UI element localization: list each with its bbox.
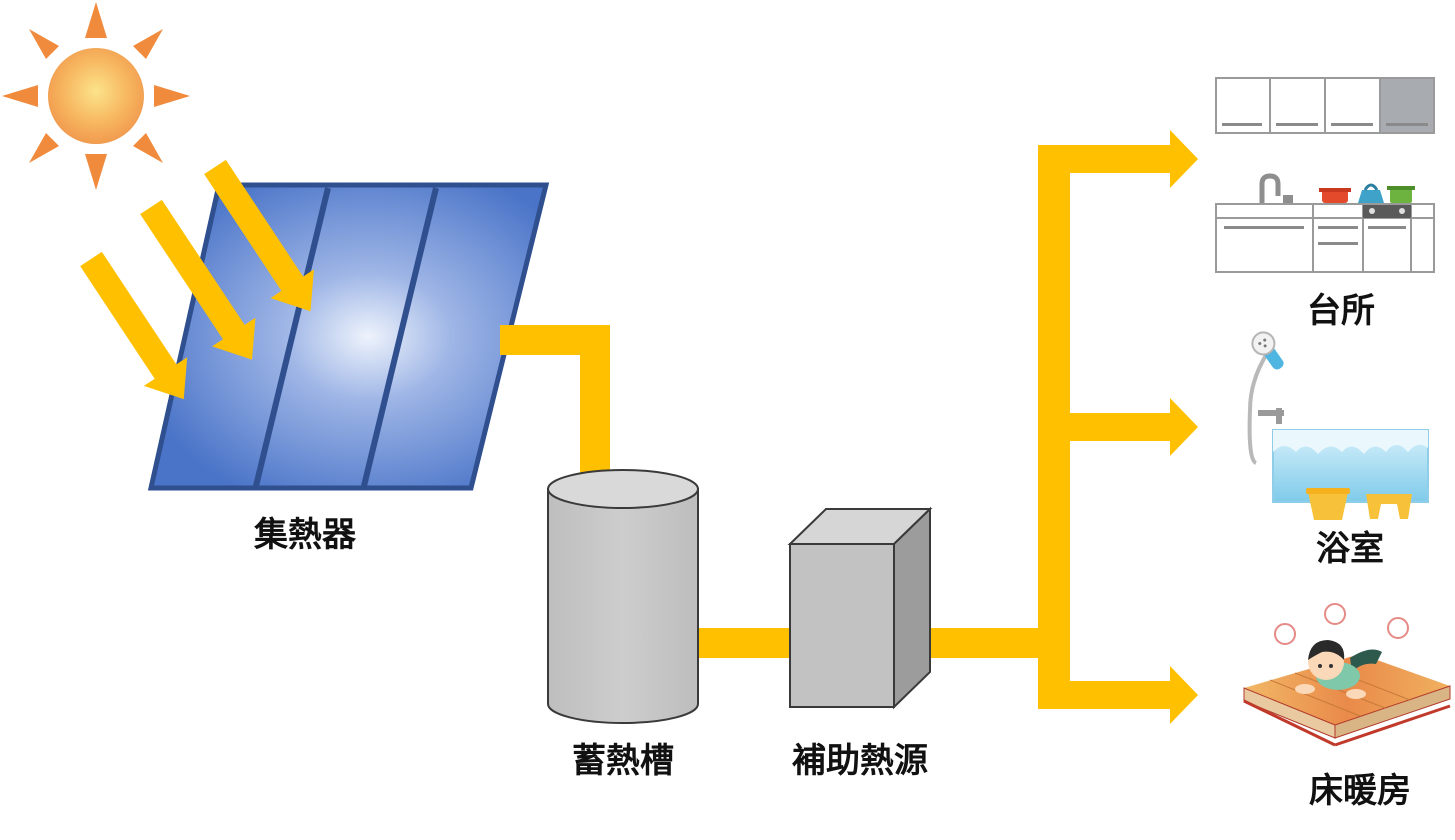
- kitchen-icon: [1215, 77, 1435, 273]
- storage-tank: [547, 469, 699, 724]
- floor-heating-icon: [1243, 603, 1451, 747]
- kitchen-label: 台所: [1307, 291, 1375, 331]
- solar-collector-panel: [147, 182, 550, 491]
- heat-pipes: [500, 130, 1198, 724]
- bathroom-label: 浴室: [1316, 529, 1384, 569]
- collector-label: 集熱器: [253, 515, 357, 555]
- sunlight-arrows: [80, 159, 314, 400]
- auxiliary-heat-box: [787, 506, 933, 710]
- floor-heating-label: 床暖房: [1309, 771, 1411, 811]
- storage-tank-label: 蓄熱槽: [572, 741, 674, 781]
- auxiliary-heat-label: 補助熱源: [792, 741, 928, 781]
- sun-icon: [2, 2, 190, 190]
- bathtub-icon: [1247, 331, 1429, 520]
